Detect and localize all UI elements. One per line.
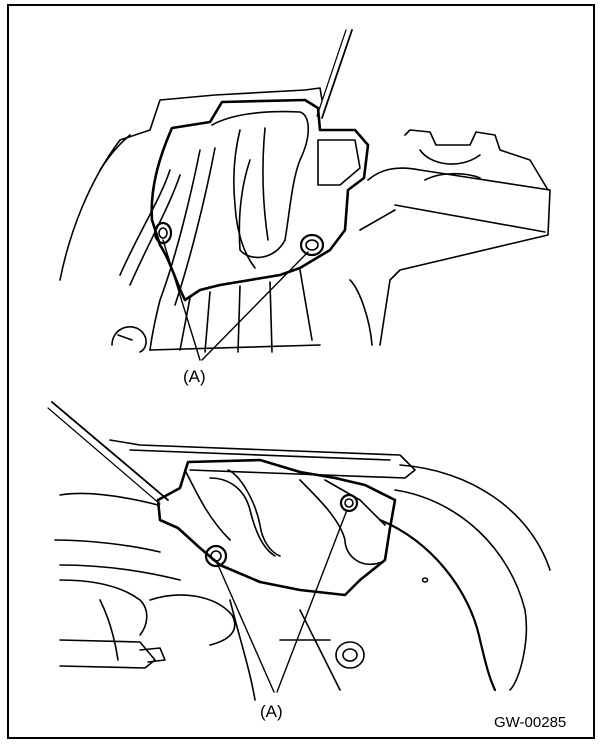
bottom-bolt-hole-right-inner (345, 499, 353, 507)
top-knob (112, 327, 146, 352)
bottom-wheel-arch-mid (395, 490, 526, 690)
top-harness-3 (175, 148, 215, 305)
top-bolt-hole-right-inner (306, 240, 318, 250)
top-bolt-hole-left (155, 223, 171, 243)
top-right-lower (350, 210, 395, 345)
bottom-body-top (110, 440, 415, 478)
bottom-wheel-arch-outer (400, 465, 550, 570)
top-leader-right (202, 252, 308, 360)
bottom-left-hose-2 (150, 595, 235, 645)
bottom-bracket (158, 460, 395, 595)
figure-frame (7, 4, 595, 739)
bottom-left-component (55, 493, 180, 580)
bottom-bolt-hole-left-inner (211, 551, 221, 561)
bottom-bracket-tab (325, 480, 385, 525)
top-right-edge (395, 205, 545, 232)
top-right-cap (420, 150, 480, 180)
top-right-structure (368, 168, 550, 345)
top-bolt-hole-right (301, 235, 323, 255)
bottom-left-hose-3 (100, 600, 118, 660)
bottom-bracket-inner (185, 470, 275, 556)
top-bolt-hole-left-inner (159, 228, 167, 238)
bottom-bolt-boss-inner (343, 649, 357, 661)
bottom-left-clip (140, 648, 165, 662)
bottom-view (48, 402, 550, 700)
top-rod (322, 30, 352, 118)
top-bracket-ridge2 (263, 128, 268, 240)
bottom-left-connector (60, 640, 155, 668)
top-right-top (405, 130, 548, 190)
callout-label-a-top: (A) (183, 367, 206, 386)
top-harness-2 (150, 150, 200, 350)
top-bracket-fold (318, 140, 360, 185)
bottom-wheel-arch-inner (380, 520, 495, 690)
bottom-left-hose (60, 580, 147, 635)
bottom-leader-right (277, 510, 347, 692)
top-strut (180, 270, 312, 352)
bottom-rod-edge (48, 408, 160, 504)
top-body-panel-inner (100, 135, 130, 170)
bottom-body-top-inner (130, 450, 390, 460)
top-bracket-inner (212, 112, 308, 258)
bottom-leader-left (218, 565, 274, 692)
bottom-rod (52, 402, 168, 500)
top-bracket-ridge (234, 130, 255, 268)
bottom-lower-structure (230, 600, 340, 700)
bottom-bracket-fold (228, 470, 280, 556)
bottom-bracket-flange (300, 480, 382, 564)
bottom-small-hole (423, 578, 428, 582)
top-leader-left (163, 240, 200, 360)
top-view (60, 30, 550, 360)
top-bracket (152, 100, 368, 300)
bottom-bolt-hole-right (341, 495, 357, 511)
callout-label-a-bottom: (A) (260, 702, 283, 721)
bottom-bolt-boss (336, 642, 364, 668)
top-strut-base (150, 345, 320, 350)
top-body-panel (60, 88, 322, 280)
figure-code: GW-00285 (494, 714, 567, 731)
bottom-bolt-hole-left (206, 546, 226, 566)
top-rod-edge (317, 30, 346, 116)
